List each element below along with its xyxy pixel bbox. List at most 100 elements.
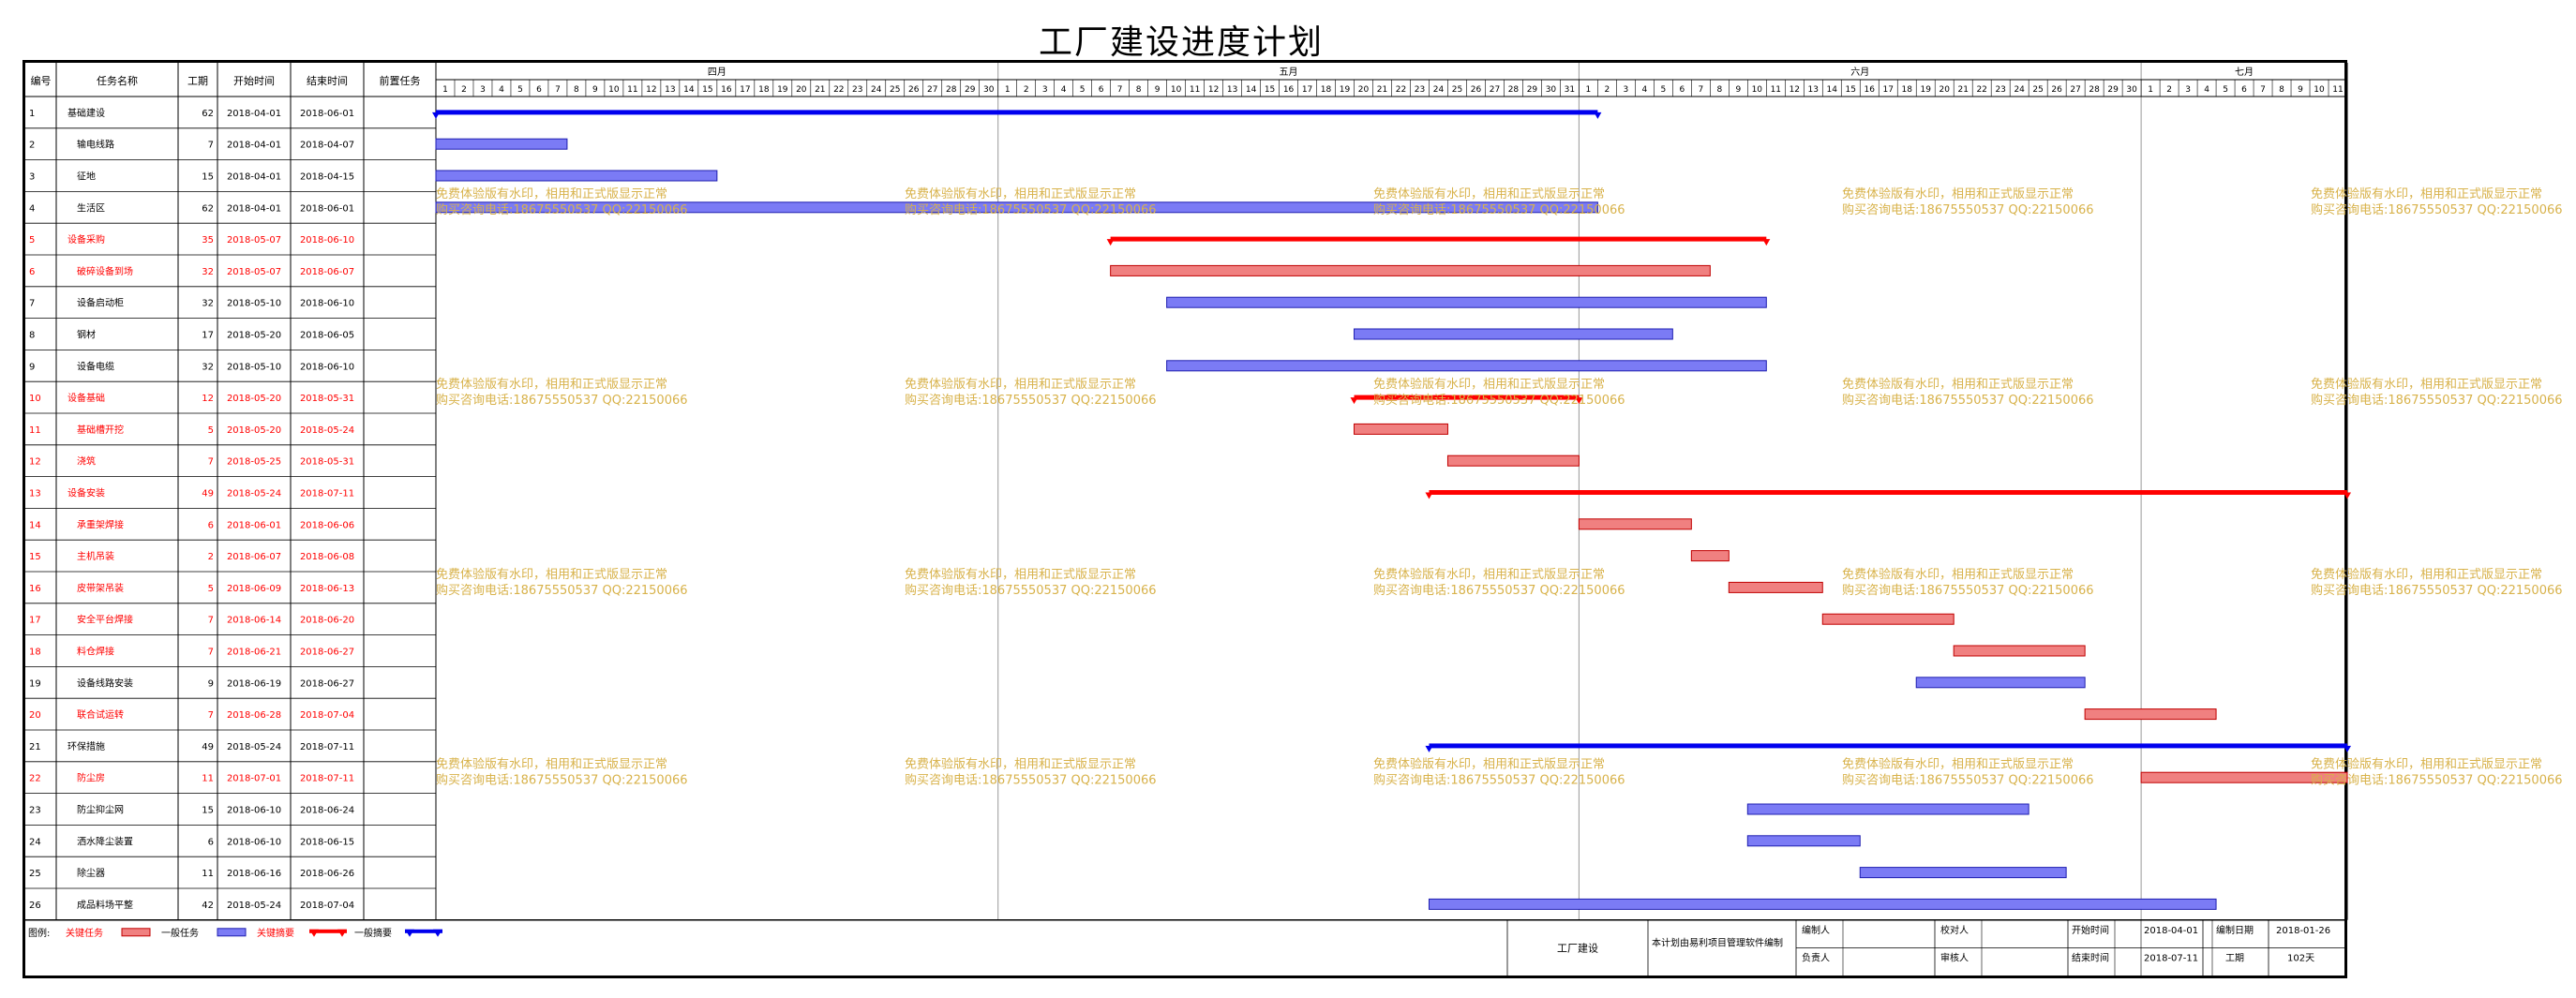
day-label: 5: [1660, 85, 1666, 95]
task-bar: [1953, 645, 2086, 657]
legend-normal-summary-markers: [405, 929, 442, 937]
day-label: 26: [1471, 85, 1482, 95]
day-label: 8: [1716, 85, 1722, 95]
task-end: 2018-06-08: [300, 552, 354, 562]
day-label: 12: [646, 85, 656, 95]
summary-start-marker: [1106, 239, 1115, 246]
task-name: 破碎设备到场: [77, 265, 133, 277]
task-end: 2018-06-27: [300, 648, 354, 658]
task-name: 皮带架吊装: [77, 582, 124, 594]
day-label: 1: [2148, 85, 2153, 95]
task-bar: [1746, 835, 1861, 847]
watermark-line1: 免费体验版有水印，相用和正式版显示正常: [1842, 567, 2074, 582]
watermark-line2: 购买咨询电话:18675550537 QQ:22150066: [2311, 583, 2563, 598]
task-bar: [1110, 264, 1711, 276]
task-id: 10: [29, 394, 41, 404]
watermark-line1: 免费体验版有水印，相用和正式版显示正常: [1373, 377, 1605, 392]
summary-bar: [436, 110, 1598, 115]
task-bar: [1578, 518, 1692, 530]
task-start: 2018-05-10: [227, 299, 281, 309]
chart-title: 工厂建设进度计划: [1038, 23, 1324, 62]
day-label: 19: [1920, 85, 1931, 95]
day-label: 12: [1208, 85, 1219, 95]
watermark-line2: 购买咨询电话:18675550537 QQ:22150066: [1842, 583, 2094, 598]
watermark-line2: 购买咨询电话:18675550537 QQ:22150066: [905, 202, 1157, 217]
watermark-line2: 购买咨询电话:18675550537 QQ:22150066: [436, 583, 688, 598]
day-label: 22: [833, 85, 844, 95]
day-label: 6: [536, 85, 542, 95]
day-label: 20: [1939, 85, 1950, 95]
task-start: 2018-06-14: [227, 616, 281, 626]
day-label: 13: [1227, 85, 1237, 95]
summary-start-marker: [1350, 397, 1358, 405]
day-label: 3: [480, 85, 486, 95]
day-label: 11: [2332, 85, 2343, 95]
day-label: 16: [1865, 85, 1876, 95]
task-name: 安全平台焊接: [77, 614, 133, 626]
task-id: 9: [29, 362, 35, 372]
legend-normal-summary-label: 一般摘要: [354, 927, 392, 939]
task-end: 2018-06-27: [300, 678, 354, 689]
day-label: 13: [665, 85, 675, 95]
task-id: 17: [29, 616, 41, 626]
day-label: 3: [1624, 85, 1629, 95]
task-id: 12: [29, 457, 41, 468]
day-label: 15: [1846, 85, 1856, 95]
day-label: 1: [1005, 85, 1011, 95]
task-bar: [1354, 328, 1673, 340]
task-id: 11: [29, 425, 41, 436]
day-label: 26: [908, 85, 920, 95]
task-name: 环保措施: [67, 740, 105, 752]
month-label: 五月: [1280, 67, 1298, 78]
day-label: 2: [2166, 85, 2172, 95]
task-end: 2018-06-24: [300, 806, 354, 816]
task-name: 联合试运转: [77, 708, 124, 721]
task-duration: 62: [202, 203, 214, 214]
watermark-line1: 免费体验版有水印，相用和正式版显示正常: [2311, 757, 2542, 772]
day-label: 19: [777, 85, 788, 95]
task-duration: 15: [202, 806, 214, 816]
task-start: 2018-05-24: [227, 901, 281, 911]
watermark-line2: 购买咨询电话:18675550537 QQ:22150066: [2311, 773, 2563, 788]
task-end: 2018-07-11: [300, 742, 354, 752]
task-bar: [435, 138, 568, 150]
day-label: 14: [1246, 85, 1257, 95]
task-duration: 62: [202, 109, 214, 119]
day-label: 10: [2314, 85, 2325, 95]
day-label: 9: [1155, 85, 1161, 95]
task-start: 2018-05-20: [227, 394, 281, 404]
day-label: 14: [1827, 85, 1838, 95]
footer-note: 本计划由易利项目管理软件编制: [1652, 936, 1783, 948]
watermark-line2: 购买咨询电话:18675550537 QQ:22150066: [1842, 773, 2094, 788]
day-label: 21: [815, 85, 825, 95]
legend-critical-task-swatch: [121, 928, 151, 937]
task-id: 19: [29, 678, 41, 689]
task-start: 2018-06-10: [227, 837, 281, 847]
day-label: 7: [1117, 85, 1123, 95]
task-name: 征地: [77, 171, 96, 183]
task-duration: 9: [208, 678, 214, 689]
day-label: 30: [983, 85, 995, 95]
task-name: 设备安装: [67, 487, 105, 499]
legend-critical-summary-swatch: [309, 929, 347, 933]
summary-bar: [1110, 236, 1767, 242]
task-end: 2018-07-11: [300, 489, 354, 499]
task-bar: [1428, 898, 2217, 910]
task-id: 6: [29, 267, 35, 277]
task-bar: [2084, 708, 2217, 721]
task-bar: [1915, 677, 2086, 689]
task-bar: [1166, 296, 1767, 308]
task-name: 设备基础: [67, 392, 105, 404]
day-label: 18: [1321, 85, 1332, 95]
task-end: 2018-07-04: [300, 901, 354, 911]
header-id: 编号: [31, 74, 52, 87]
day-label: 11: [1190, 85, 1200, 95]
legend-normal-task-label: 一般任务: [161, 927, 199, 939]
footer-made-label: 编制日期: [2216, 924, 2254, 936]
day-label: 7: [1698, 85, 1703, 95]
day-label: 10: [608, 85, 620, 95]
task-end: 2018-06-10: [300, 299, 354, 309]
footer-owner-label: 负责人: [1802, 951, 1830, 963]
watermark-line1: 免费体验版有水印，相用和正式版显示正常: [905, 377, 1136, 392]
day-label: 5: [517, 85, 523, 95]
